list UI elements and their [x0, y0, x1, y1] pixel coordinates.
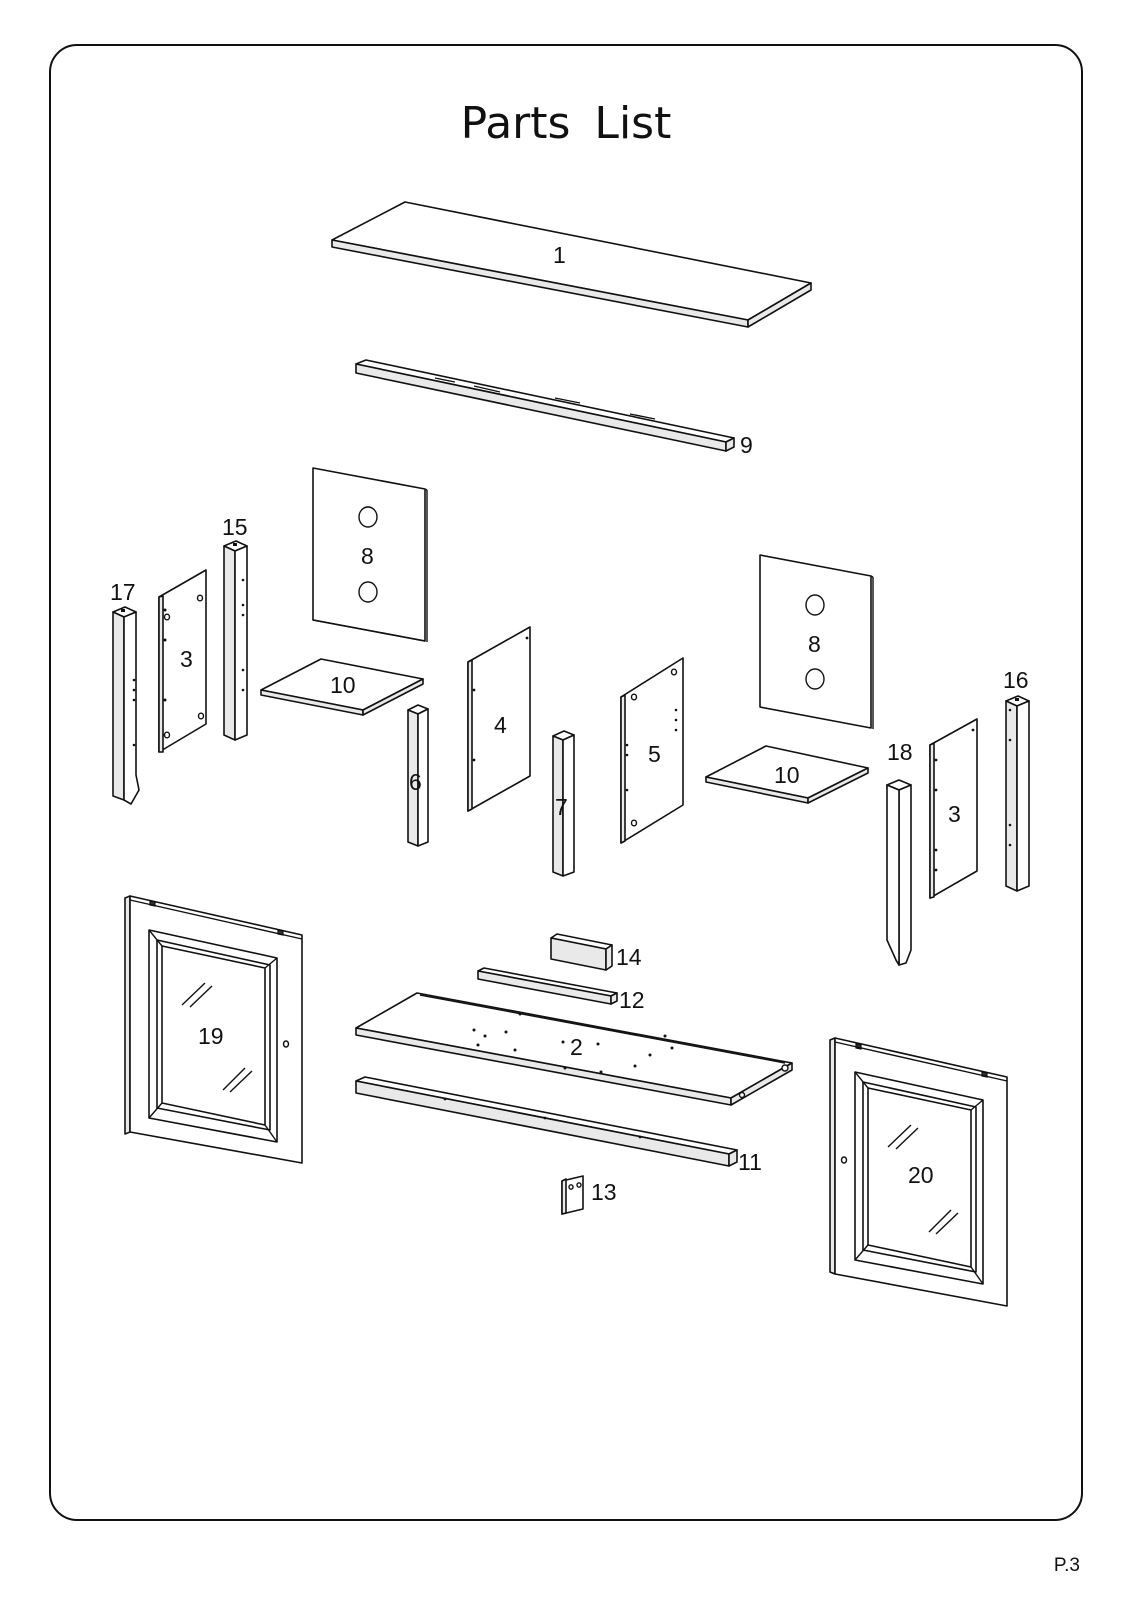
part-15-left-rear-leg [223, 540, 248, 741]
part-19-door-left [124, 895, 303, 1164]
part-7-post [552, 730, 575, 877]
part-4-center-panel [467, 626, 531, 812]
part-label-3a: 3 [180, 646, 193, 672]
part-8-back-panel-right [759, 554, 874, 729]
part-label-3b: 3 [948, 801, 961, 827]
part-11-bottom-rail [355, 1076, 738, 1167]
part-label-1: 1 [553, 242, 566, 268]
part-label-2: 2 [570, 1034, 583, 1060]
part-3-side-panel-left [158, 569, 207, 753]
page-title: Parts List [460, 98, 672, 149]
part-label-11: 11 [738, 1149, 762, 1175]
part-14-block [550, 933, 613, 971]
part-1-top-panel [331, 201, 812, 328]
part-8-back-panel-left [312, 467, 428, 642]
part-6-post [407, 704, 429, 847]
page-border [49, 44, 1083, 1521]
part-label-10a: 10 [330, 672, 356, 698]
part-12-strip [477, 967, 618, 1005]
part-label-18: 18 [887, 739, 913, 765]
part-label-17: 17 [110, 579, 136, 605]
part-10-shelf-left [260, 658, 424, 716]
part-3-side-panel-right [929, 718, 978, 899]
part-label-16: 16 [1003, 667, 1029, 693]
part-label-7: 7 [555, 794, 568, 820]
part-13-bracket [561, 1175, 584, 1215]
part-18-right-front-leg [886, 779, 912, 966]
part-17-left-front-leg [112, 606, 140, 805]
part-label-15: 15 [222, 514, 248, 540]
part-label-10b: 10 [774, 762, 800, 788]
part-10-shelf-right [705, 745, 869, 804]
part-label-13: 13 [591, 1179, 617, 1205]
part-label-19: 19 [198, 1023, 224, 1049]
part-16-right-rear-leg [1005, 695, 1030, 892]
part-label-8b: 8 [808, 631, 821, 657]
part-label-6: 6 [409, 769, 422, 795]
part-label-8a: 8 [361, 543, 374, 569]
part-20-door-right [829, 1037, 1008, 1307]
part-label-4: 4 [494, 712, 507, 738]
part-label-5: 5 [648, 741, 661, 767]
part-label-12: 12 [619, 987, 645, 1013]
page-number: P.3 [1053, 1555, 1080, 1576]
part-label-20: 20 [908, 1162, 934, 1188]
part-2-bottom-panel [355, 992, 793, 1106]
part-9-top-rail [355, 359, 735, 452]
part-5-center-panel [620, 657, 684, 844]
part-label-9: 9 [740, 432, 753, 458]
part-label-14: 14 [616, 944, 642, 970]
